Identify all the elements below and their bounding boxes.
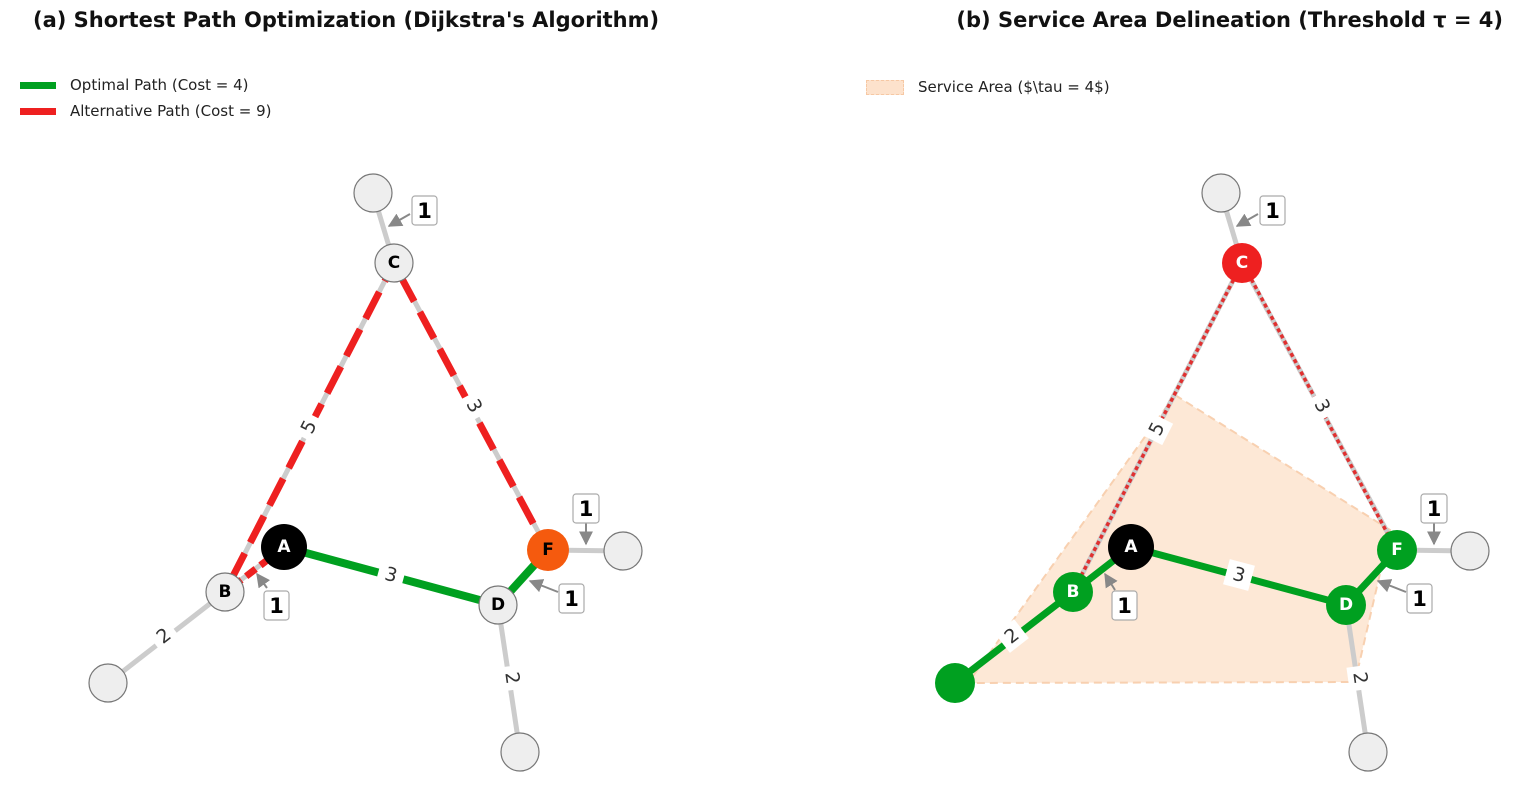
node-a-label-b: A	[1124, 537, 1138, 557]
node-b-label-b: B	[1067, 582, 1080, 602]
panel-a-edge-labels: 3 5 3 2 2	[147, 389, 526, 692]
panel-b-title: (b) Service Area Delineation (Threshold …	[956, 8, 1503, 32]
annotation-text-c: 1	[417, 199, 432, 223]
edge-label-a-d-b: 3	[1230, 563, 1247, 587]
annotation-arrow-c-b	[1235, 213, 1259, 227]
annotation-arrow-d-b	[1376, 579, 1407, 593]
node-f-label-b: F	[1391, 540, 1403, 560]
node-d-label: D	[491, 595, 505, 615]
leaf-node-bottom-b	[1348, 732, 1388, 772]
node-d-label-b: D	[1339, 595, 1353, 615]
annotation-box-d-b: 1	[1406, 583, 1433, 614]
dotted-edge-b-c	[1076, 272, 1239, 583]
legend-item-alternative: Alternative Path (Cost = 9)	[20, 98, 271, 124]
panel-b-node-d: D	[1326, 585, 1366, 625]
leaf-node-left-b	[935, 663, 975, 703]
annotation-arrow-d	[528, 579, 559, 593]
annotation-box-f-b: 1	[1420, 493, 1448, 524]
legend-swatch-optimal	[20, 81, 56, 89]
panel-b-unreachable-edges	[1076, 272, 1393, 583]
annotation-text-f: 1	[579, 497, 594, 521]
panel-a-title: (a) Shortest Path Optimization (Dijkstra…	[33, 8, 660, 32]
legend-swatch-alternative	[20, 107, 56, 115]
panel-a-node-f: F	[527, 529, 569, 571]
legend-item-optimal: Optimal Path (Cost = 4)	[20, 72, 271, 98]
node-c-label: C	[388, 253, 400, 273]
annotation-text-d: 1	[564, 587, 579, 611]
panel-a-legend: Optimal Path (Cost = 4) Alternative Path…	[20, 72, 271, 124]
node-a-circle-b	[1108, 524, 1154, 570]
node-b-circle-b	[1053, 572, 1093, 612]
legend-label-optimal: Optimal Path (Cost = 4)	[70, 76, 249, 94]
panel-b-diagram: 3 5 3 2 2 C A B D	[935, 173, 1490, 772]
panel-a-leaf-nodes	[88, 173, 643, 772]
leaf-node-left	[88, 663, 128, 703]
annotation-arrow-c	[387, 213, 411, 227]
panel-b-node-c: C	[1222, 243, 1262, 283]
alt-path-a-b	[233, 555, 273, 587]
annotation-text-b-b: 1	[1117, 594, 1132, 618]
node-c-label-b: C	[1236, 253, 1248, 273]
annotation-box-f: 1	[572, 493, 600, 524]
leaf-node-right-b	[1450, 531, 1490, 571]
leaf-node-right	[603, 531, 643, 571]
annotation-arrow-b	[256, 572, 271, 589]
panel-b-legend: Service Area ($\tau = 4$)	[866, 74, 1110, 100]
panel-b-annotation-arrows	[1104, 213, 1441, 593]
node-a-label: A	[277, 537, 291, 557]
legend-swatch-service-area	[866, 79, 904, 95]
panel-b-edge-labels: 3 5 3 2 2	[995, 389, 1374, 692]
panel-b-node-a: A	[1108, 524, 1154, 570]
annotation-arrow-b-b	[1104, 572, 1118, 591]
leaf-node-bottom	[500, 732, 540, 772]
node-f-label: F	[542, 540, 554, 560]
node-a-circle	[261, 524, 307, 570]
legend-label-service-area: Service Area ($\tau = 4$)	[918, 78, 1110, 96]
panel-a-node-c: C	[374, 243, 414, 283]
dotted-edge-c-f	[1246, 272, 1393, 541]
annotation-text-b: 1	[269, 594, 284, 618]
node-b-label: B	[219, 582, 232, 602]
node-d-circle-b	[1326, 585, 1366, 625]
annotation-text-d-b: 1	[1412, 587, 1427, 611]
node-c-circle	[374, 243, 414, 283]
panel-b-node-b: B	[1053, 572, 1093, 612]
leaf-node-top	[353, 173, 393, 213]
node-b-circle	[205, 572, 245, 612]
annotation-box-b: 1	[263, 590, 290, 621]
panel-a-node-a: A	[261, 524, 307, 570]
service-area-polygon	[966, 393, 1392, 685]
panel-a-node-d: D	[478, 585, 518, 625]
annotation-box-c: 1	[411, 195, 438, 226]
panel-a-annotation-boxes: 1 1 1 1	[263, 195, 600, 621]
edge-label-a-d: 3	[382, 563, 399, 587]
legend-label-alternative: Alternative Path (Cost = 9)	[70, 102, 272, 120]
panel-a-base-edges	[106, 192, 624, 753]
node-d-circle	[478, 585, 518, 625]
panel-a-annotation-arrows	[256, 213, 593, 593]
panel-b-node-f: F	[1377, 530, 1417, 570]
annotation-text-f-b: 1	[1427, 497, 1442, 521]
annotation-box-d: 1	[558, 583, 585, 614]
node-c-circle-b	[1222, 243, 1262, 283]
panel-b-annotation-boxes: 1 1 1 1	[1111, 195, 1448, 621]
annotation-box-b-b: 1	[1111, 590, 1138, 621]
edge-label-d-leaf: 2	[500, 670, 523, 685]
edge-label-d-leaf-b: 2	[1348, 670, 1371, 685]
panel-a-node-b: B	[205, 572, 245, 612]
leaf-node-top-b	[1201, 173, 1241, 213]
panel-b-leaf-nodes	[935, 173, 1490, 772]
node-f-circle-b	[1377, 530, 1417, 570]
annotation-box-c-b: 1	[1259, 195, 1286, 226]
legend-item-service-area: Service Area ($\tau = 4$)	[866, 74, 1110, 100]
node-f-circle	[527, 529, 569, 571]
annotation-text-c-b: 1	[1265, 199, 1280, 223]
panel-a-diagram: 3 5 3 2 2 C A B D	[88, 173, 643, 772]
